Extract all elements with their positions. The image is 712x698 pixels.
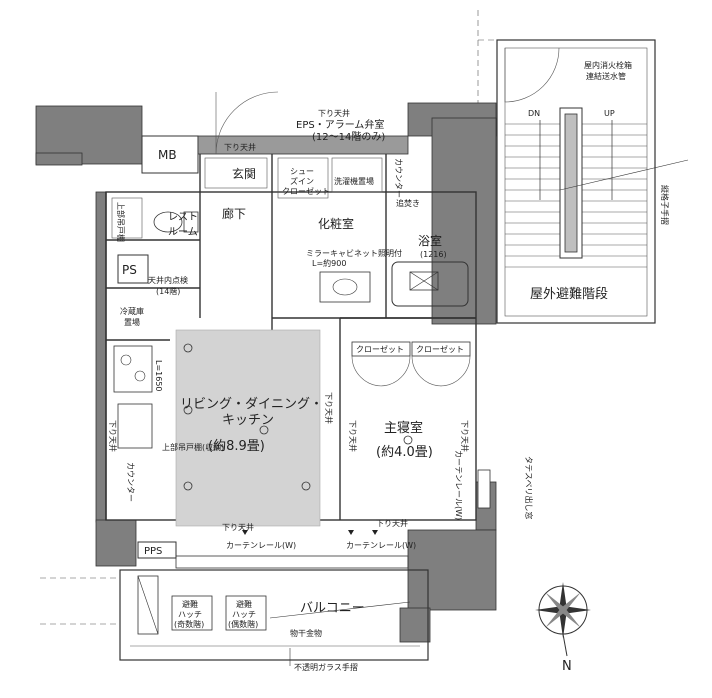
laundry-hanger-label: 物干金物 (290, 628, 322, 638)
marker-triangle-1 (242, 530, 248, 535)
mb-box (141, 135, 199, 174)
exterior-walls (35, 102, 497, 643)
ps-box (117, 254, 149, 284)
ldk-label-1: リビング・ダイニング・ (180, 397, 323, 412)
ldk-fill (175, 329, 321, 527)
window-strip (175, 555, 409, 569)
lowered-ceiling-bottom-right: 下り天井 (376, 518, 408, 528)
compass-rose-icon (535, 582, 591, 657)
bathtub-icon (391, 261, 469, 307)
ceiling-inspection-value: (14階) (156, 286, 180, 296)
lowered-ceiling-kitchen: 下り天井 (108, 420, 118, 452)
entrance-label: 玄関 (232, 166, 256, 181)
ldk-label-2: キッチン (222, 413, 274, 428)
lowered-ceiling-entrance: 下り天井 (224, 142, 256, 152)
upper-dashed-lines (477, 10, 497, 104)
fire-hydrant-label-2: 連結送水管 (586, 71, 626, 81)
stair-down-label: DN (528, 109, 540, 118)
bathroom-size-label: (1216) (420, 250, 447, 259)
kitchen-height-label: L=1650 (154, 360, 163, 392)
marker-triangle-2 (348, 530, 354, 535)
hallway-label: 廊下 (222, 206, 246, 221)
ldk: リビング・ダイニング・ キッチン (約8.9畳) (180, 343, 323, 491)
washer-area (331, 157, 383, 193)
balcony-dashed-lines (40, 577, 120, 625)
fridge-label-1: 冷蔵庫 (120, 306, 144, 316)
toilet-label-1: レスト (168, 212, 198, 223)
stair-up-label: UP (604, 109, 615, 118)
eps-alarm-label-1: EPS・アラーム弁室 (296, 118, 384, 131)
toilet-room: レスト ルーム 上部吊戸棚 (111, 197, 199, 242)
mb-label: MB (158, 148, 177, 162)
bathroom: 追焚き 浴室 (1216) カウンター (391, 158, 469, 307)
lowered-ceiling-ldk: 下り天井 (324, 392, 334, 424)
shoe-closet-label-1: シュー (290, 167, 314, 176)
entrance: 玄関 廊下 下り天井 (204, 91, 279, 221)
balcony-label: バルコニー (300, 601, 365, 616)
vanity-mirror-label: ミラーキャビネット照明付 (306, 248, 402, 258)
kitchen-cabinet-label: 上部吊戸棚(収納) (162, 442, 224, 452)
lowered-ceiling-partition: 下り天井 (348, 420, 358, 452)
lowered-ceiling-bedroom: 下り天井 (460, 420, 470, 452)
corridor-wall-strip (197, 135, 409, 155)
hatch-2-label-c: (偶数階) (228, 619, 258, 629)
balcony: 避難 ハッチ (奇数階) 避難 ハッチ (偶数階) バルコニー 物干金物 不透明… (119, 569, 429, 672)
lowered-ceiling-top: 下り天井 (318, 108, 350, 118)
washer-label: 洗濯機置場 (334, 176, 374, 186)
marker-triangle-3 (372, 530, 378, 535)
pps-box (137, 541, 177, 559)
closet-1-label: クローゼット (356, 344, 404, 354)
shoe-closet: シュー ズイン クローゼット (277, 157, 330, 199)
opaque-glass-label: 不透明ガラス手摺 (294, 662, 358, 672)
north-label: N (562, 659, 572, 674)
ldk-size-label: (約8.9畳) (208, 439, 265, 454)
shoe-closet-label-3: クローゼット (282, 186, 330, 196)
master-bedroom-size-label: (約4.0畳) (376, 445, 433, 460)
ps-label: PS (122, 263, 137, 277)
powder-room-label: 化粧室 (318, 216, 354, 231)
door-swing-icon (215, 91, 279, 155)
eps-alarm-label-2: (12～14階のみ) (312, 131, 385, 143)
sliding-window-label: タテスベリ出し窓 (524, 456, 534, 519)
hatch-1-label-a: 避難 (182, 599, 198, 609)
master-bedroom: クローゼット クローゼット 主寝室 (約4.0畳) 下り天井 下り天井 下り天井… (324, 341, 471, 520)
hatch-2-label-b: ハッチ (232, 610, 256, 619)
fridge-label-2: 置場 (124, 317, 140, 327)
outdoor-stairs-label: 屋外避難階段 (530, 287, 608, 302)
stove-icon (113, 345, 153, 393)
curtain-rail-vertical-label: カーテンレール(W) (454, 450, 463, 520)
vanity-height-label: L=約900 (312, 258, 346, 268)
upper-storage-label: 上部吊戸棚 (116, 202, 126, 242)
curtain-rail-1-label: カーテンレール(W) (226, 541, 296, 550)
closet-2-label: クローゼット (416, 344, 464, 354)
curtain-rail-2-label: カーテンレール(W) (346, 541, 416, 550)
pps-label: PPS (144, 546, 162, 557)
toilet-label-2: ルーム (168, 226, 198, 238)
bathroom-label: 浴室 (418, 233, 442, 248)
reheat-label: 追焚き (396, 198, 420, 208)
kitchen: L=1650 上部吊戸棚(収納) カウンター 下り天井 (108, 345, 224, 502)
toilet-icon (153, 211, 183, 233)
sink-icon (319, 271, 371, 303)
hatch-2-label-a: 避難 (236, 599, 252, 609)
sliding-window (477, 469, 491, 509)
master-bedroom-label: 主寝室 (384, 420, 423, 436)
shoe-closet-label-2: ズイン (290, 176, 314, 186)
hatch-1-label-c: (奇数階) (174, 619, 204, 629)
counter-label: カウンター (126, 462, 135, 502)
counter-vertical-label: カウンター (394, 158, 403, 198)
lowered-ceiling-bottom-left: 下り天井 (222, 522, 254, 532)
ceiling-inspection-label: 天井内点検 (148, 275, 188, 285)
hatch-1-label-b: ハッチ (178, 610, 202, 619)
fire-hydrant-label-1: 屋内消火栓箱 (584, 60, 632, 70)
outdoor-stairs: DN UP 屋外避難階段 屋内消火栓箱 連結送水管 縦格子手摺 (496, 39, 689, 324)
vertical-handrail-label: 縦格子手摺 (660, 185, 670, 225)
